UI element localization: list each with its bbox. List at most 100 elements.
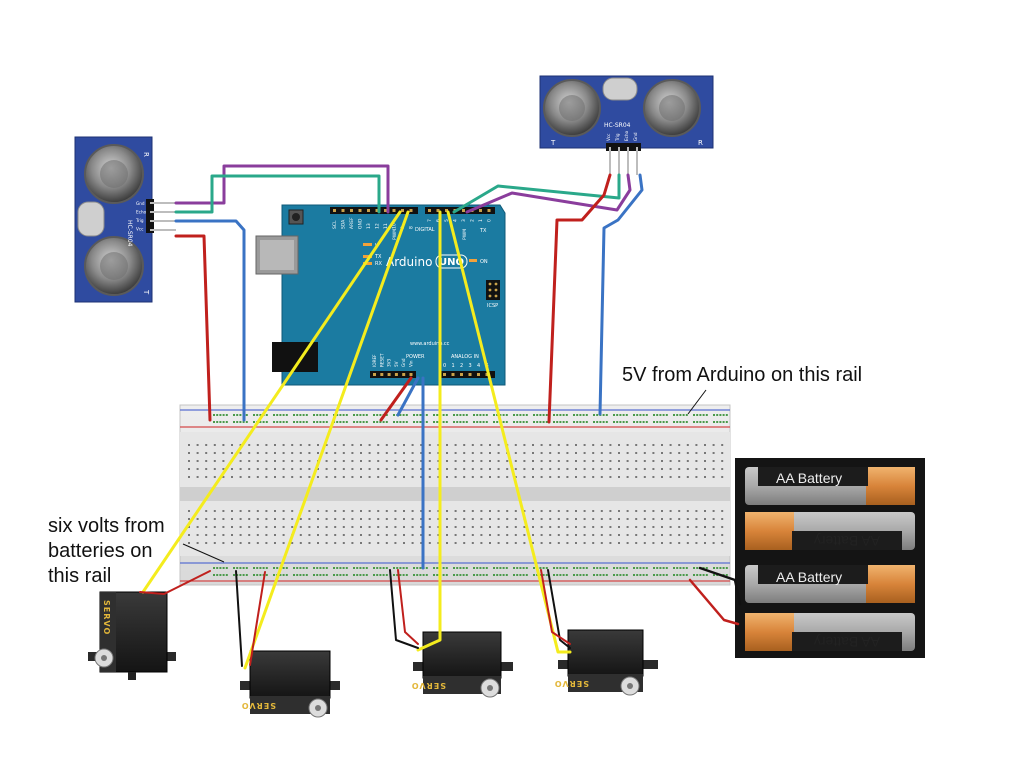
header-pin	[445, 209, 448, 212]
header-pin	[333, 209, 336, 212]
wire-right-sensor-teal	[452, 173, 621, 214]
wire-right-sensor-purple	[465, 173, 632, 214]
grid-hole	[188, 526, 190, 528]
grid-hole	[549, 452, 552, 454]
grid-hole	[368, 468, 371, 470]
grid-hole	[686, 510, 689, 512]
rail-hole	[565, 421, 568, 423]
grid-hole	[497, 460, 500, 462]
rail-hole	[476, 421, 479, 423]
grid-hole	[274, 510, 276, 512]
rail-hole	[693, 414, 695, 416]
grid-hole	[308, 476, 311, 478]
header-pin	[401, 209, 404, 212]
grid-hole	[506, 542, 509, 544]
wires	[139, 164, 742, 670]
rail-hole	[225, 414, 228, 416]
grid-hole	[540, 476, 543, 478]
grid-hole	[428, 542, 431, 544]
grid-hole	[265, 534, 268, 536]
grid-hole	[523, 510, 526, 512]
rail-hole	[713, 574, 715, 576]
rail-hole	[285, 574, 288, 576]
grid-hole	[643, 510, 646, 512]
rail-hole	[645, 574, 648, 576]
grid-hole	[265, 542, 268, 544]
rail-hole	[662, 567, 665, 569]
rail-hole	[496, 574, 499, 576]
grid-hole	[188, 452, 190, 454]
grid-hole	[437, 468, 440, 470]
rail-hole	[513, 567, 515, 569]
grid-hole	[643, 452, 646, 454]
grid-hole	[566, 452, 569, 454]
rail-hole	[316, 414, 319, 416]
grid-hole	[188, 468, 190, 470]
grid-hole	[686, 526, 689, 528]
servo-4-label: SERVO	[554, 679, 589, 688]
grid-hole	[420, 534, 423, 536]
right-sensor-pin-label: Vcc	[606, 133, 611, 141]
rail-hole	[405, 567, 408, 569]
grid-hole	[196, 542, 199, 544]
grid-hole	[222, 542, 225, 544]
rail-hole	[576, 414, 579, 416]
servo-3: SERVO	[411, 631, 513, 698]
grid-hole	[600, 518, 603, 520]
grid-hole	[575, 510, 577, 512]
grid-hole	[351, 468, 354, 470]
left-sensor-eye-bottom-core	[100, 252, 128, 280]
grid-hole	[557, 542, 560, 544]
grid-hole	[403, 476, 405, 478]
grid-hole	[368, 444, 371, 446]
grid-hole	[557, 510, 560, 512]
grid-hole	[248, 476, 251, 478]
icsp-pin	[494, 288, 498, 292]
rail-hole	[519, 574, 522, 576]
grid-hole	[678, 460, 681, 462]
rail-hole	[473, 421, 475, 423]
top-pin-label: 5	[444, 219, 450, 222]
rail-hole	[282, 574, 285, 576]
grid-hole	[643, 518, 646, 520]
rail-hole	[719, 567, 722, 569]
grid-hole	[248, 518, 251, 520]
rail-hole	[319, 414, 322, 416]
grid-hole	[566, 542, 569, 544]
grid-hole	[678, 452, 681, 454]
grid-hole	[583, 460, 586, 462]
battery-cell-4-cap	[745, 613, 794, 651]
rail-hole	[253, 567, 255, 569]
grid-hole	[497, 510, 500, 512]
rail-hole	[513, 414, 515, 416]
grid-hole	[299, 526, 302, 528]
rail-hole	[616, 421, 619, 423]
rail-hole	[636, 574, 639, 576]
grid-hole	[291, 510, 294, 512]
analog-pin-label: 0	[443, 363, 446, 369]
header-pin	[443, 373, 446, 376]
rail-hole	[705, 574, 708, 576]
grid-hole	[592, 444, 595, 446]
grid-hole	[411, 510, 414, 512]
rail-hole	[493, 414, 495, 416]
rail-hole	[393, 574, 395, 576]
grid-hole	[669, 460, 672, 462]
wire-battery-red	[688, 578, 740, 626]
grid-hole	[351, 444, 354, 446]
reset-button-cap	[292, 213, 300, 221]
rail-hole	[619, 421, 622, 423]
rail-hole	[482, 567, 485, 569]
grid-hole	[377, 518, 380, 520]
grid-hole	[712, 460, 715, 462]
grid-hole	[360, 510, 362, 512]
rail-hole	[285, 414, 288, 416]
grid-hole	[282, 534, 285, 536]
rail-hole	[702, 574, 705, 576]
rail-hole	[545, 421, 548, 423]
grid-hole	[532, 526, 534, 528]
rail-hole	[302, 574, 305, 576]
grid-hole	[291, 476, 294, 478]
grid-hole	[231, 542, 233, 544]
rail-hole	[539, 567, 542, 569]
